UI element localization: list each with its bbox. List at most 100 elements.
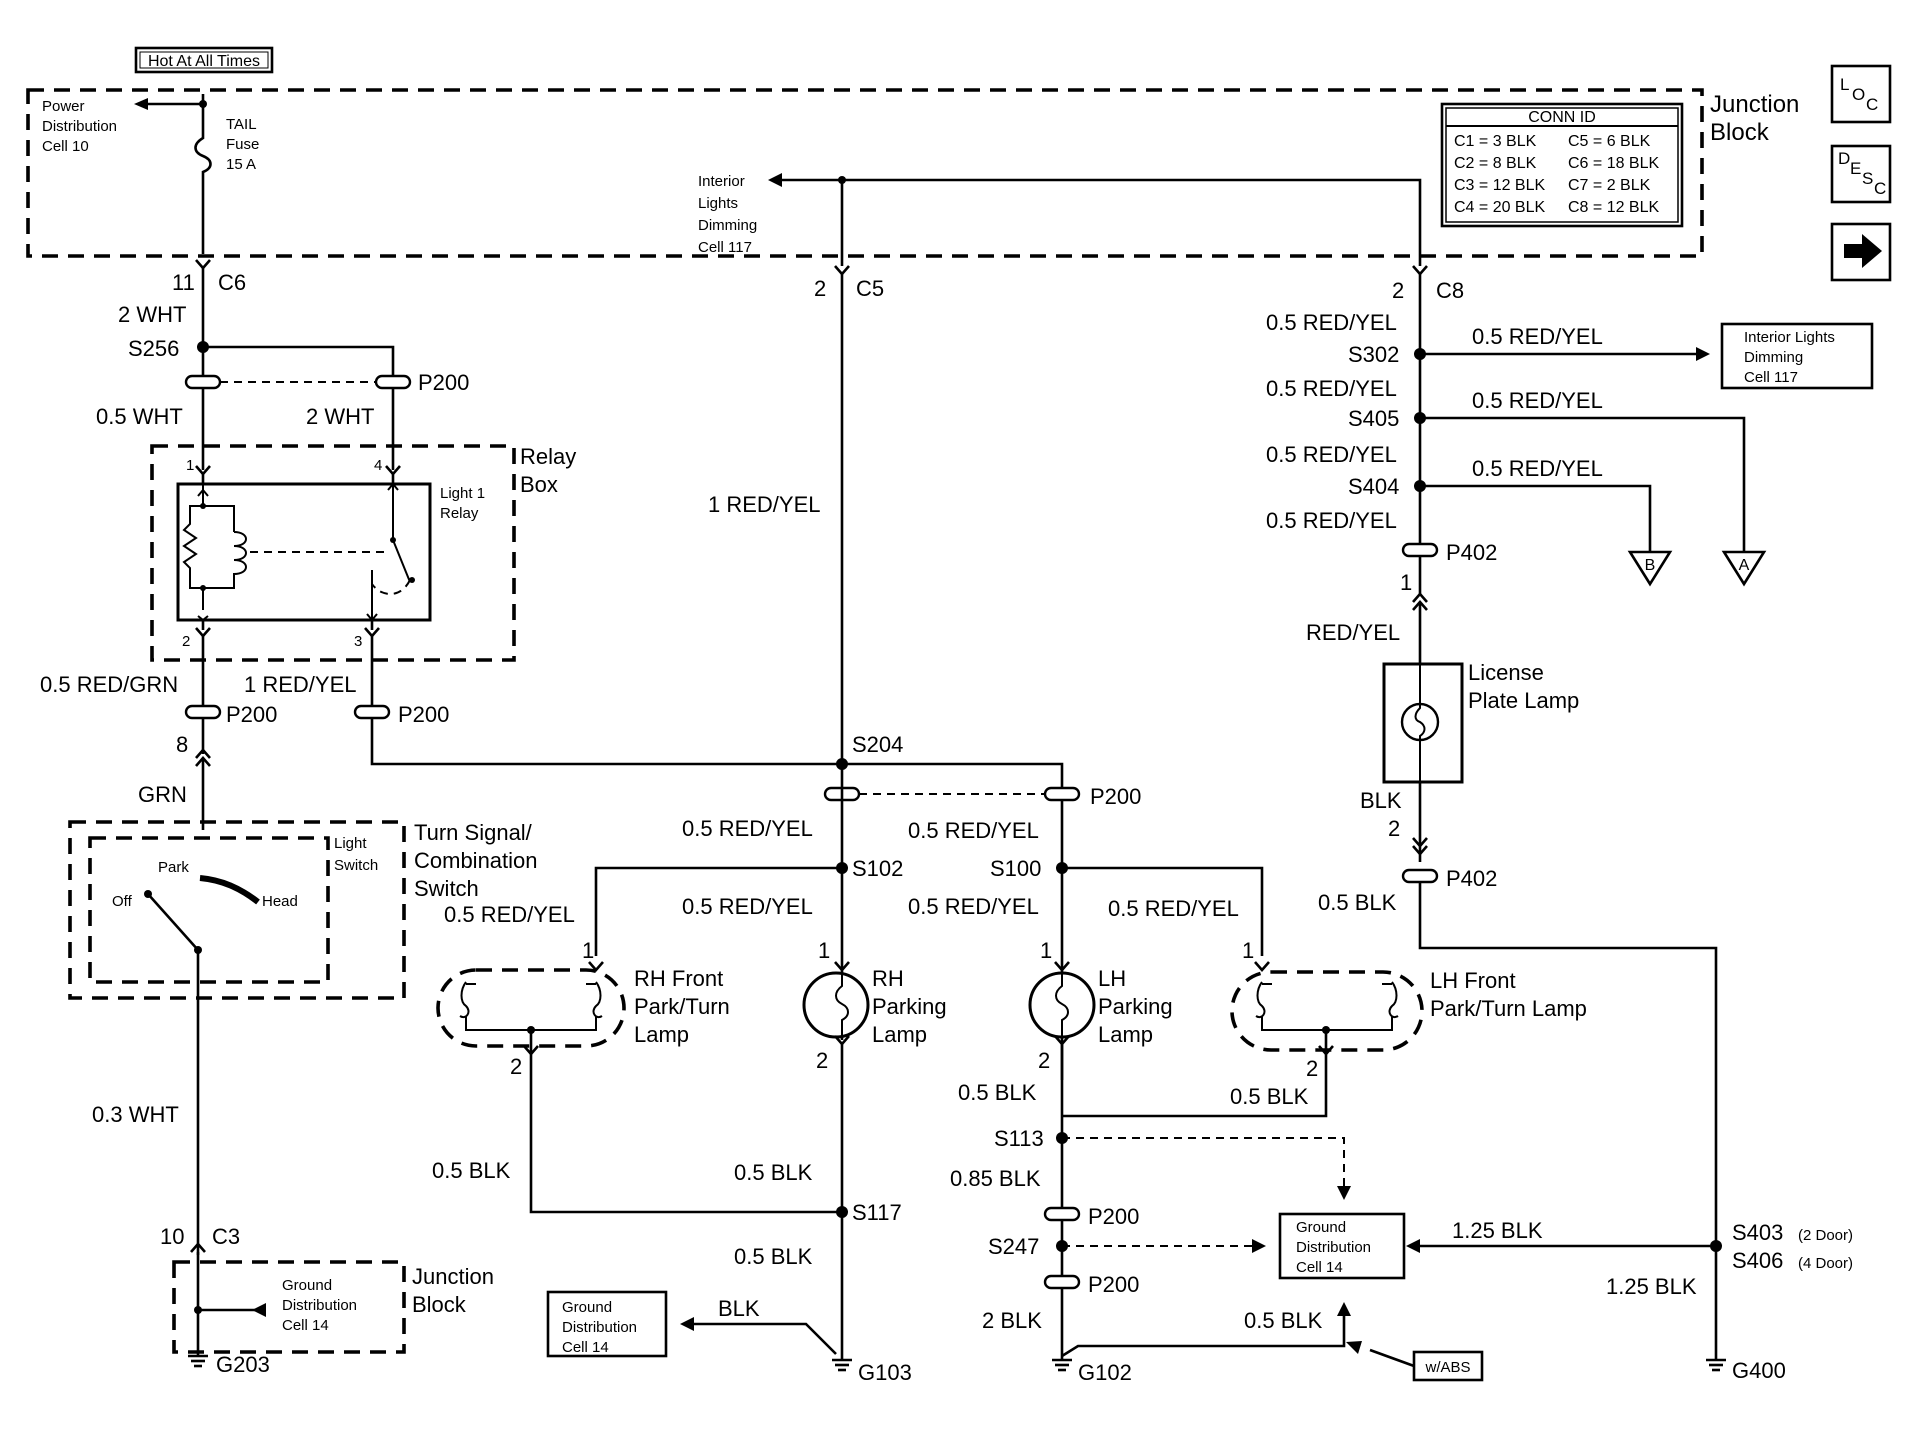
wire-label: RED/YEL [1306,620,1400,645]
position-label: Off [112,893,133,910]
tail-fuse-icon [194,104,212,254]
offpage-b-icon: B [1627,550,1673,587]
lamp-label: LH Front [1430,968,1516,993]
splice-label: S403 [1732,1220,1783,1245]
next-page-button[interactable] [1830,222,1892,282]
pin-label: 2 [814,276,826,301]
splice-label: S256 [128,336,179,361]
pin-label: 2 [1388,816,1400,841]
svg-text:C: C [1866,95,1878,114]
pin-label: 1 [186,457,194,474]
ground-label: G400 [1732,1358,1786,1383]
ground-g102-icon [1052,1358,1072,1372]
lamp-label: RH Front [634,966,723,991]
bulb-icon [835,974,849,1036]
turn-signal-switch-outline [68,820,406,1000]
wire-label: 0.5 RED/YEL [1266,376,1397,401]
position-label: Park [158,859,189,876]
power-distribution-label: Power [42,98,85,115]
ground-label: G203 [216,1352,270,1377]
wire-label: 0.5 BLK [1230,1084,1309,1109]
pin-label: 2 [510,1054,522,1079]
loc-button[interactable]: L O C [1830,64,1892,124]
connector-label: P200 [226,702,277,727]
pin-label: 2 [816,1048,828,1073]
switch-label-3: Switch [414,876,479,901]
pin-label: 2 [182,633,190,650]
interior-lights-label-2: Lights [698,195,738,212]
wire-label: 0.5 RED/YEL [682,816,813,841]
connector-p200 [184,374,412,390]
svg-text:C3 = 12 BLK: C3 = 12 BLK [1454,177,1546,194]
pin-label: 1 [1242,938,1254,963]
wire-label: 0.5 RED/YEL [1266,508,1397,533]
svg-text:C7 = 2 BLK: C7 = 2 BLK [1568,177,1651,194]
connector-p402 [1401,868,1439,884]
wire-label: 0.5 RED/YEL [1266,442,1397,467]
relay-box-outline [150,444,516,662]
switch-label: Turn Signal/ [414,820,533,845]
svg-text:C5 = 6 BLK: C5 = 6 BLK [1568,133,1651,150]
wire-label: 0.5 RED/YEL [908,894,1039,919]
switch-contact-arc [199,875,260,905]
pin-label: 8 [176,732,188,757]
tail-fuse-label: TAIL [226,116,257,133]
wire-label: 0.5 RED/YEL [444,902,575,927]
wire-label: 0.3 WHT [92,1102,179,1127]
light-switch-label: Light [334,835,367,852]
svg-text:A: A [1739,557,1750,574]
position-label: Head [262,893,298,910]
svg-text:C2 = 8 BLK: C2 = 8 BLK [1454,155,1537,172]
lamp-label-2: Park/Turn Lamp [1430,996,1587,1021]
interior-lights-label-3: Dimming [698,217,757,234]
junction-block-top-outline [26,88,1704,258]
wire-label: 1.25 BLK [1606,1274,1697,1299]
ground-g103-icon [832,1358,852,1372]
pin-label: 11 [172,270,195,295]
lamp-filament-icon [1255,981,1399,1031]
ground-label: G102 [1078,1360,1132,1385]
wire-label: 1.25 BLK [1452,1218,1543,1243]
wire-label: 0.5 BLK [1318,890,1397,915]
svg-text:E: E [1850,159,1861,178]
svg-text:O: O [1852,85,1865,104]
svg-text:L: L [1840,75,1849,94]
lamp-label-2: Parking [1098,994,1173,1019]
pin-label: 10 [160,1224,184,1249]
wire-label: BLK [718,1296,760,1321]
splice-label: S302 [1348,342,1399,367]
wabs-note: w/ABS [1412,1350,1484,1382]
desc-button[interactable]: D E S C [1830,144,1892,204]
splice-label: S404 [1348,474,1399,499]
rh-front-park-turn-lamp [436,968,626,1048]
svg-text:C4 = 20 BLK: C4 = 20 BLK [1454,199,1546,216]
lamp-label-2: Parking [872,994,947,1019]
connector-c8: C8 [1436,278,1464,303]
svg-text:Cell 117: Cell 117 [1744,369,1798,386]
pin-label: 1 [1400,570,1412,595]
ground-label: G103 [858,1360,912,1385]
connector-p200 [184,704,222,720]
pin-label: 3 [354,633,362,650]
svg-text:Dimming: Dimming [1744,349,1803,366]
wire-label: 2 WHT [306,404,374,429]
wire-label: 2 WHT [118,302,186,327]
wire-label: 0.5 WHT [96,404,183,429]
bulb-icon [1414,664,1426,782]
power-distribution-label-2: Distribution [42,118,117,135]
svg-text:C1 = 3 BLK: C1 = 3 BLK [1454,133,1537,150]
connector-label: P200 [1088,1272,1139,1297]
svg-text:Cell 14: Cell 14 [562,1339,609,1356]
ground-distribution-box: Ground Distribution Cell 14 [546,1290,668,1358]
connector-p200 [1043,1206,1081,1222]
wire-label: 2 BLK [982,1308,1042,1333]
pin-label: 2 [1392,278,1404,303]
splice-note: (4 Door) [1798,1255,1853,1272]
lamp-label-3: Lamp [872,1022,927,1047]
pin-label: 2 [1038,1048,1050,1073]
junction-block-top-label: Junction [1710,91,1799,118]
lamp-label: RH [872,966,904,991]
ground-distribution-label-2: Distribution [282,1297,357,1314]
tail-fuse-rating: 15 A [226,156,256,173]
